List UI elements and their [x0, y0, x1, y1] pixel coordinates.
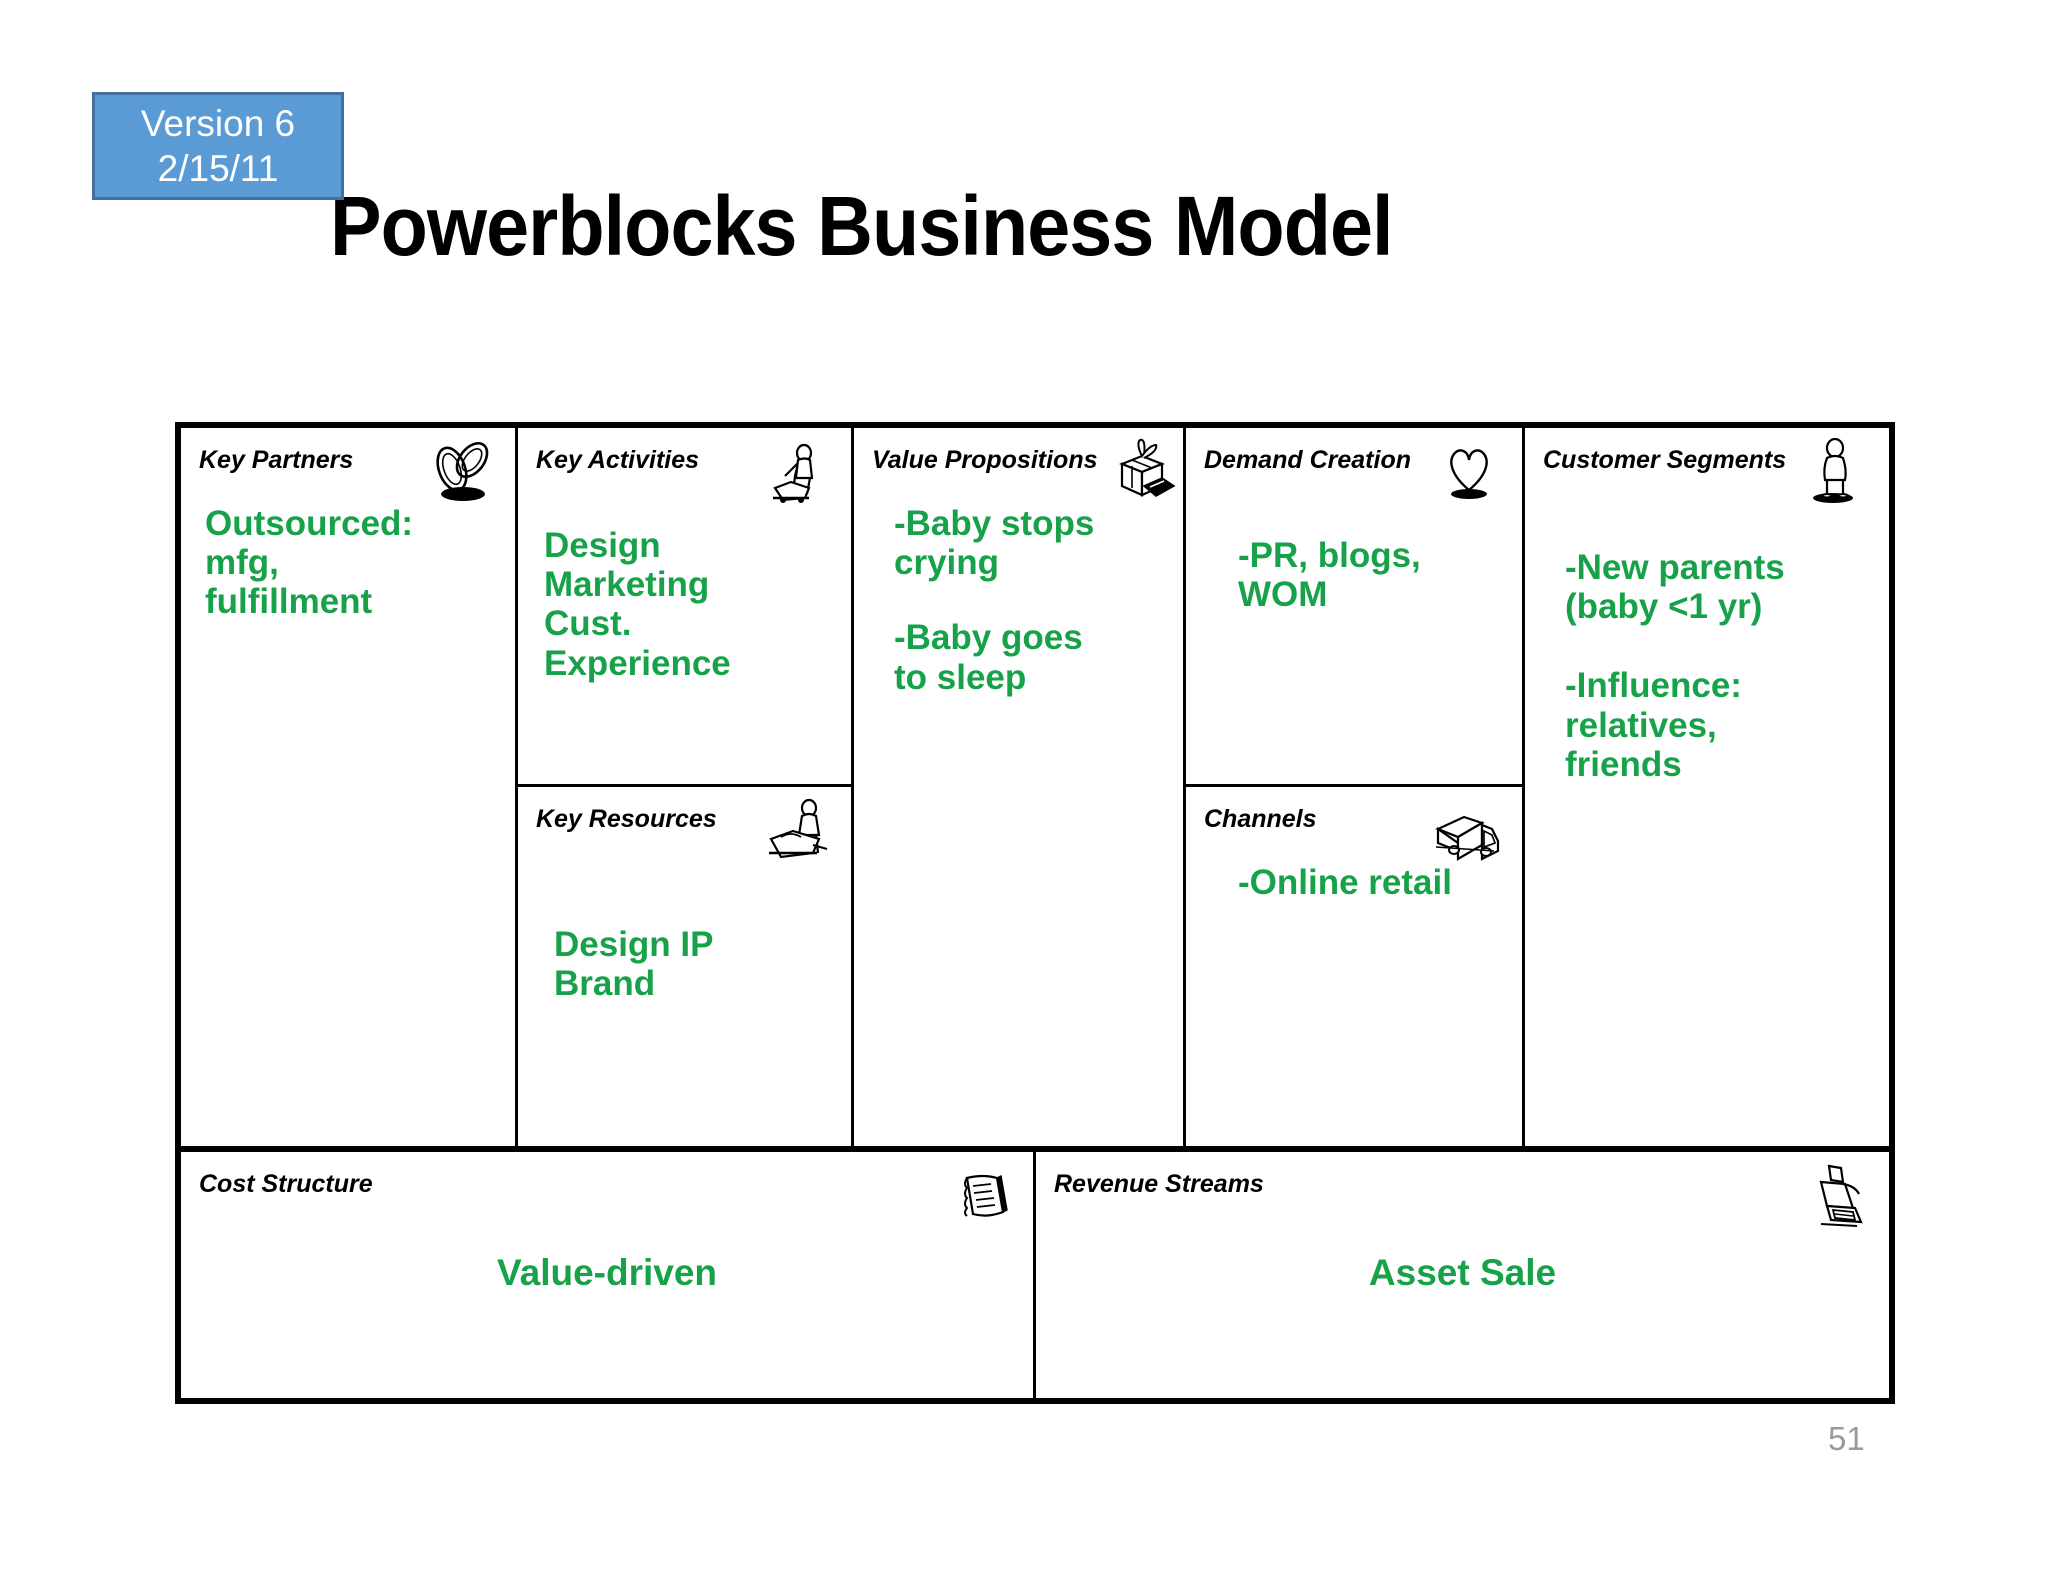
spacer [1565, 626, 1867, 666]
demand-creation-content-wrapper: -PR, blogs, WOM [1204, 504, 1504, 614]
channels-content-wrapper: -Online retail [1204, 863, 1504, 924]
key-resources-content-wrapper: Design IP Brand [536, 863, 833, 1003]
delivery-truck-icon [1432, 795, 1506, 869]
block-key-resources[interactable]: Key Resources [518, 784, 851, 1146]
block-demand-creation[interactable]: Demand Creation -PR, blogs, WOM [1186, 428, 1522, 784]
block-customer-segments[interactable]: Customer Segments -New parents (ba [1525, 428, 1889, 1146]
block-channels[interactable]: Channels [1186, 784, 1522, 1146]
version-badge: Version 6 2/15/11 [92, 92, 344, 200]
block-header: Key Partners [199, 442, 497, 504]
key-partners-content: Outsourced: mfg, fulfillment [205, 504, 414, 622]
key-resources-title: Key Resources [536, 805, 717, 833]
version-badge-line1: Version 6 [140, 102, 296, 144]
revenue-streams-content-wrapper: Asset Sale [1054, 1228, 1871, 1398]
business-model-canvas: Key Partners Outsourced: mfg, fulfillmen… [175, 422, 1895, 1404]
block-cost-structure[interactable]: Cost Structure Value-driven [181, 1152, 1036, 1398]
cost-structure-content-wrapper: Value-driven [199, 1228, 1015, 1398]
cost-structure-content: Value-driven [496, 1252, 718, 1293]
canvas-bottom-row: Cost Structure Value-driven Revenue Stre… [181, 1146, 1889, 1398]
canvas-column-key-activities: Key Activities [518, 428, 854, 1146]
block-header: Demand Creation [1204, 442, 1504, 504]
channels-content: -Online retail [1238, 863, 1452, 902]
value-propositions-content-2: -Baby goes to sleep [894, 618, 1083, 697]
value-propositions-content-1: -Baby stops crying [894, 504, 1095, 583]
canvas-column-demand-creation: Demand Creation -PR, blogs, WOM Channels [1186, 428, 1525, 1146]
key-partners-content-wrapper: Outsourced: mfg, fulfillment [199, 504, 497, 622]
block-key-partners[interactable]: Key Partners Outsourced: mfg, fulfillmen… [181, 428, 515, 1146]
block-key-activities[interactable]: Key Activities [518, 428, 851, 784]
canvas-column-value-propositions: Value Propositions [854, 428, 1186, 1146]
key-resources-content: Design IP Brand [554, 925, 714, 1004]
key-activities-content: Design Marketing Cust. Experience [544, 526, 731, 683]
revenue-streams-content: Asset Sale [1368, 1252, 1557, 1293]
block-revenue-streams[interactable]: Revenue Streams Asset Sale [1036, 1152, 1889, 1398]
canvas-column-key-partners: Key Partners Outsourced: mfg, fulfillmen… [181, 428, 518, 1146]
block-header: Customer Segments [1543, 437, 1871, 504]
page-title: Powerblocks Business Model [330, 179, 1394, 273]
person-at-machine-icon [761, 795, 835, 869]
customer-segments-content-2: -Influence: relatives, friends [1565, 666, 1742, 784]
block-header: Value Propositions [872, 438, 1176, 504]
version-badge-line2: 2/15/11 [157, 148, 279, 189]
cost-structure-title: Cost Structure [199, 1170, 373, 1198]
revenue-streams-title: Revenue Streams [1054, 1170, 1264, 1198]
spacer [894, 582, 1161, 618]
block-value-propositions[interactable]: Value Propositions [854, 428, 1183, 1146]
receipt-icon [943, 1160, 1017, 1234]
block-header: Cost Structure [199, 1166, 1015, 1228]
page-number: 51 [1828, 1420, 1865, 1457]
canvas-top-row: Key Partners Outsourced: mfg, fulfillmen… [181, 428, 1889, 1146]
value-propositions-content-wrapper: -Baby stops crying -Baby goes to sleep [872, 504, 1165, 759]
channels-title: Channels [1204, 805, 1317, 833]
standing-person-icon [1799, 436, 1873, 510]
demand-creation-title: Demand Creation [1204, 446, 1411, 474]
customer-segments-content-1: -New parents (baby <1 yr) [1565, 548, 1785, 627]
interlocking-rings-icon [425, 436, 499, 510]
value-propositions-title: Value Propositions [872, 446, 1098, 474]
gift-box-icon [1104, 436, 1178, 510]
demand-creation-content: -PR, blogs, WOM [1238, 536, 1421, 615]
block-header: Key Activities [536, 442, 833, 504]
heart-icon [1432, 436, 1506, 510]
key-activities-content-wrapper: Design Marketing Cust. Experience [536, 504, 833, 683]
key-activities-title: Key Activities [536, 446, 700, 474]
key-partners-title: Key Partners [199, 446, 354, 474]
block-header: Revenue Streams [1054, 1164, 1871, 1228]
customer-segments-title: Customer Segments [1543, 446, 1787, 474]
canvas-column-customer-segments: Customer Segments -New parents (ba [1525, 428, 1889, 1146]
cash-register-icon [1799, 1160, 1873, 1234]
block-header: Channels [1204, 801, 1504, 863]
worker-pushing-icon [761, 436, 835, 510]
block-header: Key Resources [536, 798, 833, 863]
customer-segments-content-wrapper: -New parents (baby <1 yr) -Influence: re… [1543, 504, 1871, 784]
